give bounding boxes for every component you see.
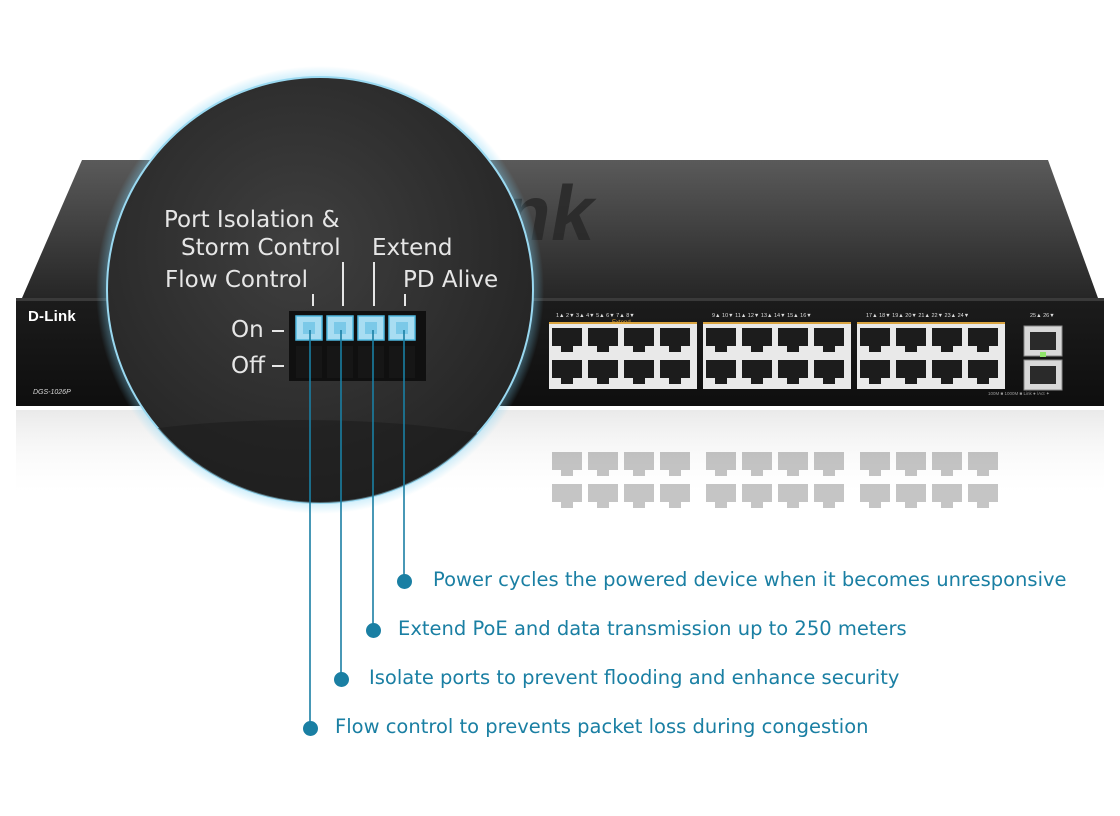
switch-brand-logo: D-Link bbox=[28, 308, 76, 325]
rj45-port-reflection bbox=[624, 452, 654, 476]
rj45-port bbox=[778, 328, 808, 352]
rj45-port bbox=[552, 360, 582, 384]
rj45-port bbox=[860, 360, 890, 384]
callout-lines bbox=[309, 330, 405, 728]
rj45-port-reflection bbox=[552, 452, 582, 476]
rj45-port bbox=[932, 360, 962, 384]
rj45-port-reflection bbox=[706, 452, 736, 476]
rj45-port-reflection bbox=[624, 484, 654, 508]
feature-extend: Extend PoE and data transmission up to 2… bbox=[398, 617, 907, 640]
dip-switch-extend[interactable] bbox=[357, 315, 385, 378]
port-numbers-9-16: 9▲ 10▼ 11▲ 12▼ 13▲ 14▼ 15▲ 16▼ bbox=[712, 313, 812, 319]
rj45-port bbox=[624, 328, 654, 352]
extend-port-tag: Extend bbox=[612, 320, 631, 326]
rj45-port bbox=[932, 328, 962, 352]
rj45-port-reflection bbox=[814, 484, 844, 508]
rj45-port-reflection bbox=[742, 484, 772, 508]
port-numbers-25-26: 25▲ 26▼ bbox=[1030, 313, 1055, 319]
rj45-port bbox=[814, 328, 844, 352]
rj45-port bbox=[588, 328, 618, 352]
rj45-port bbox=[742, 360, 772, 384]
rj45-port bbox=[660, 360, 690, 384]
port-numbers-1-8: 1▲ 2▼ 3▲ 4▼ 5▲ 6▼ 7▲ 8▼ bbox=[556, 313, 635, 319]
dip-switch-flow-control[interactable] bbox=[295, 315, 323, 378]
rj45-port bbox=[552, 328, 582, 352]
rj45-port bbox=[968, 328, 998, 352]
label-port-isolation-line1: Port Isolation & bbox=[164, 207, 340, 233]
label-extend: Extend bbox=[372, 235, 453, 261]
rj45-port-reflection bbox=[778, 484, 808, 508]
rj45-port-reflection bbox=[552, 484, 582, 508]
switch-model-label: DGS-1026P bbox=[33, 389, 71, 396]
label-flow-control: Flow Control bbox=[165, 267, 308, 293]
extend-stripe bbox=[857, 322, 1005, 324]
rj45-port-reflection bbox=[860, 484, 890, 508]
rj45-port bbox=[896, 328, 926, 352]
led-legend: 100M ■ 1000M ■ Link ● /Act ✦ bbox=[988, 391, 1050, 396]
dip-switch-pd-alive[interactable] bbox=[388, 315, 416, 378]
rj45-port bbox=[968, 360, 998, 384]
rj45-port bbox=[778, 360, 808, 384]
extend-stripe bbox=[549, 322, 697, 324]
label-pd-alive: PD Alive bbox=[403, 267, 499, 293]
rj45-port-reflection bbox=[660, 452, 690, 476]
rj45-port bbox=[860, 328, 890, 352]
rj45-port-reflection bbox=[932, 452, 962, 476]
label-on: On bbox=[231, 317, 264, 343]
rj45-port bbox=[706, 360, 736, 384]
rj45-port-reflection bbox=[896, 452, 926, 476]
rj45-port-array bbox=[549, 322, 1005, 389]
rj45-port bbox=[588, 360, 618, 384]
callout-dot-flow-control bbox=[303, 721, 318, 736]
rj45-port-reflection bbox=[706, 484, 736, 508]
rj45-port-reflection bbox=[778, 452, 808, 476]
rj45-port-reflection bbox=[814, 452, 844, 476]
rj45-port-reflection bbox=[932, 484, 962, 508]
rj45-port-reflection bbox=[860, 452, 890, 476]
callout-dot-extend bbox=[366, 623, 381, 638]
label-port-isolation-line2: Storm Control bbox=[181, 235, 341, 261]
rj45-port-reflection bbox=[588, 452, 618, 476]
feature-flow-control: Flow control to prevents packet loss dur… bbox=[335, 715, 869, 738]
rj45-port-reflection bbox=[742, 452, 772, 476]
rj45-port-reflection bbox=[552, 452, 998, 508]
rj45-port bbox=[896, 360, 926, 384]
extend-stripe bbox=[703, 322, 851, 324]
rj45-port bbox=[814, 360, 844, 384]
callout-dot-pd-alive bbox=[397, 574, 412, 589]
rj45-port bbox=[624, 360, 654, 384]
feature-pd-alive: Power cycles the powered device when it … bbox=[433, 568, 1067, 591]
rj45-port bbox=[706, 328, 736, 352]
rj45-port-reflection bbox=[588, 484, 618, 508]
dip-switch-port-isolation[interactable] bbox=[326, 315, 354, 378]
rj45-port-reflection bbox=[968, 452, 998, 476]
port-numbers-17-24: 17▲ 18▼ 19▲ 20▼ 21▲ 22▼ 23▲ 24▼ bbox=[866, 313, 970, 319]
rj45-port-reflection bbox=[660, 484, 690, 508]
rj45-port-reflection bbox=[968, 484, 998, 508]
rj45-port-reflection bbox=[896, 484, 926, 508]
rj45-port bbox=[742, 328, 772, 352]
label-off: Off bbox=[231, 353, 265, 379]
callout-dot-port-isolation bbox=[334, 672, 349, 687]
feature-port-isolation: Isolate ports to prevent flooding and en… bbox=[369, 666, 900, 689]
rj45-port bbox=[660, 328, 690, 352]
